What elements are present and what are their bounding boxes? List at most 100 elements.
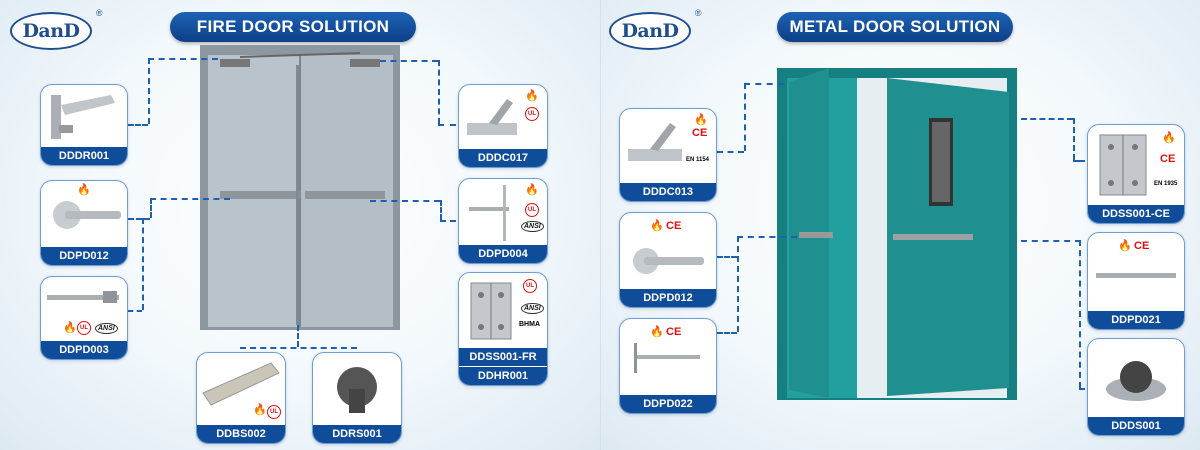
connector-line (142, 218, 144, 310)
fire-rated-icon: 🔥 (63, 322, 77, 334)
lever-handle-image (53, 201, 121, 229)
ul-mark-icon: UL (525, 203, 539, 217)
door-closer-image (467, 99, 517, 135)
product-card-door-stop[interactable]: DDDS001 (1087, 338, 1185, 436)
connector-line (240, 347, 357, 349)
logo-text: DanD (621, 20, 679, 42)
registered-mark: ® (95, 8, 103, 18)
fire-rated-icon: 🔥 (1162, 132, 1176, 144)
connector-line (744, 83, 784, 85)
fire-rated-icon: 🔥 (694, 114, 708, 126)
product-code: DDDR001 (41, 147, 127, 165)
teal-double-door (777, 68, 1017, 400)
ce-mark-icon: CE (666, 220, 682, 232)
ce-mark-icon: CE (1134, 240, 1150, 252)
connector-line (1073, 160, 1085, 162)
fire-rated-icon: 🔥 (525, 90, 539, 102)
product-code: DDPD003 (41, 341, 127, 359)
fire-rated-icon: 🔥 (1118, 240, 1132, 252)
fire-rated-icon: 🔥 (525, 184, 539, 196)
product-card-door-bracket[interactable]: DDDR001 (40, 84, 128, 166)
door-stop-image (1106, 361, 1166, 401)
connector-line (737, 236, 797, 238)
bhma-mark-icon: BHMA (519, 321, 540, 328)
product-card-bottom-seal[interactable]: 🔥 UL DDBS002 (196, 352, 286, 444)
en1935-mark: EN 1935 (1154, 181, 1178, 187)
door-closer-image (628, 123, 682, 161)
connector-line (1073, 118, 1075, 160)
ce-mark-icon: CE (666, 326, 682, 338)
connector-line (717, 332, 737, 334)
product-card-lever-handle[interactable]: 🔥 DDPD012 (40, 180, 128, 266)
product-code: DDDS001 (1088, 417, 1184, 435)
door-bracket-image (51, 95, 115, 139)
connector-line (717, 256, 737, 258)
fire-rated-icon: 🔥 (650, 220, 664, 232)
product-code: DDHR001 (459, 367, 547, 385)
connector-line (438, 60, 440, 124)
product-card-vertical-rod[interactable]: 🔥 UL ANSI DDPD004 (458, 178, 548, 264)
product-card-door-closer[interactable]: 🔥 CE EN 1154 DDDC013 (619, 108, 717, 202)
product-card-hinge[interactable]: UL ANSI BHMA DDSS001-FR DDHR001 (458, 272, 548, 386)
page-title: METAL DOOR SOLUTION (777, 12, 1013, 42)
ul-mark-icon: UL (525, 107, 539, 121)
bottom-seal-image (202, 362, 280, 406)
lever-handle-image (633, 248, 704, 274)
connector-line (297, 325, 299, 347)
door-stop-image (337, 367, 377, 413)
connector-line (380, 60, 438, 62)
product-code: DDBS002 (197, 425, 285, 443)
product-card-panic-bar[interactable]: 🔥 CE DDPD022 (619, 318, 717, 414)
connector-line (128, 310, 142, 312)
connector-line (128, 218, 150, 220)
product-card-lever-handle[interactable]: 🔥 CE DDPD012 (619, 212, 717, 308)
hinge-image (1099, 134, 1147, 196)
product-code: DDPD022 (620, 395, 716, 413)
push-bar-image (1096, 273, 1176, 278)
panic-bar-image (47, 291, 119, 303)
ul-mark-icon: UL (523, 279, 537, 293)
ce-mark-icon: CE (1160, 153, 1176, 165)
fire-rated-icon: 🔥 (650, 326, 664, 338)
registered-mark: ® (694, 8, 702, 18)
hinge-image (470, 282, 512, 340)
connector-line (1021, 118, 1073, 120)
panic-bar-image (634, 343, 700, 373)
fire-door-panel: DanD ® FIRE DOOR SOLUTION (0, 0, 600, 450)
product-code: DDSS001-CE (1088, 205, 1184, 223)
connector-line (370, 200, 440, 202)
product-card-push-bar[interactable]: 🔥 CE DDPD021 (1087, 232, 1185, 330)
product-card-door-stop[interactable]: DDRS001 (312, 352, 402, 444)
product-code: DDPD004 (459, 245, 547, 263)
connector-line (148, 58, 150, 124)
connector-line (440, 200, 442, 220)
grey-double-door (200, 45, 400, 330)
product-card-hinge[interactable]: 🔥 CE EN 1935 DDSS001-CE (1087, 124, 1185, 224)
page-title: FIRE DOOR SOLUTION (170, 12, 416, 42)
ce-mark-icon: CE (692, 127, 708, 139)
product-code: DDPD012 (41, 247, 127, 265)
fire-rated-icon: 🔥 (77, 184, 91, 196)
product-card-door-closer[interactable]: 🔥 UL DDDC017 (458, 84, 548, 168)
ansi-mark-icon: ANSI (95, 323, 118, 334)
vertical-rod-image (469, 185, 509, 241)
product-card-panic-bar[interactable]: 🔥 UL ANSI DDPD003 (40, 276, 128, 360)
dand-logo: DanD ® (609, 8, 702, 50)
connector-line (1079, 388, 1085, 390)
logo-text: DanD (22, 20, 80, 42)
dand-logo: DanD ® (10, 8, 103, 50)
product-code: DDSS001-FR (459, 348, 547, 367)
connector-line (1079, 240, 1081, 388)
connector-line (440, 220, 456, 222)
ansi-mark-icon: ANSI (521, 221, 544, 232)
connector-line (1021, 240, 1081, 242)
en1154-mark: EN 1154 (686, 157, 710, 163)
connector-line (128, 124, 148, 126)
connector-line (150, 198, 152, 218)
ul-mark-icon: UL (77, 321, 91, 335)
connector-line (744, 83, 746, 151)
product-code: DDDC017 (459, 149, 547, 167)
fire-rated-icon: 🔥 (253, 404, 267, 416)
product-code: DDPD012 (620, 289, 716, 307)
product-code: DDRS001 (313, 425, 401, 443)
